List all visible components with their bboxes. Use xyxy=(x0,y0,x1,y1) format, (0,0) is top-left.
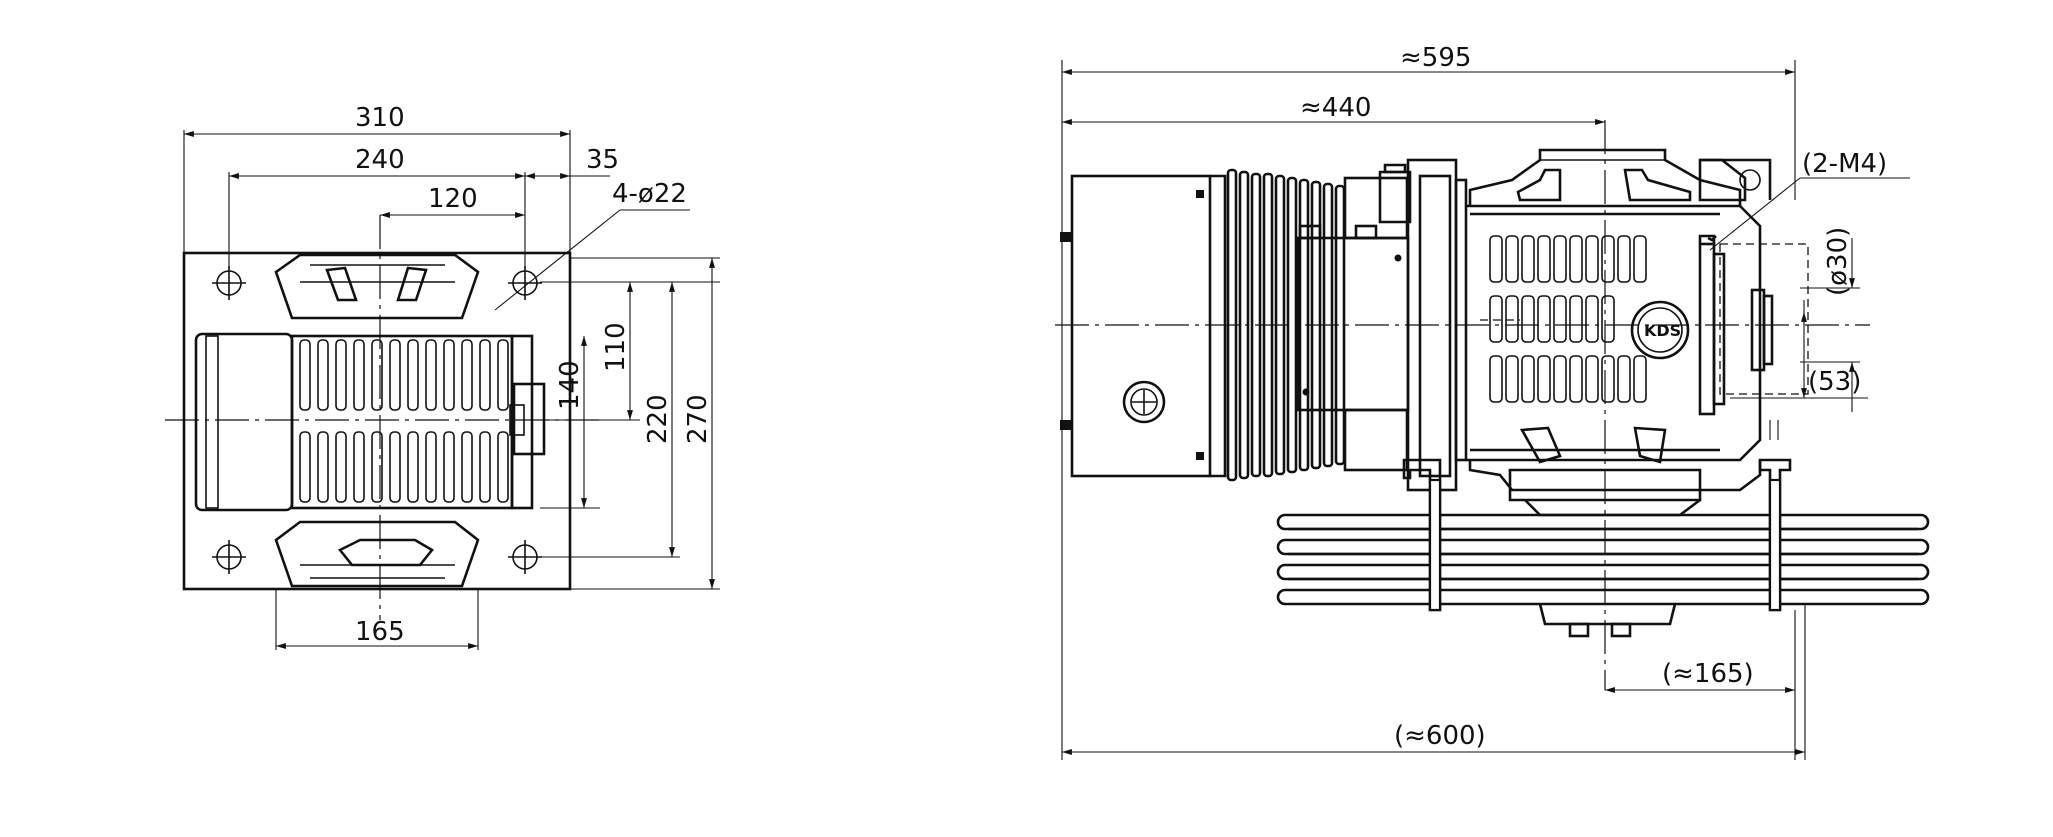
dim-165-side: (≈165) xyxy=(1662,659,1754,689)
dim-270: 270 xyxy=(683,394,713,444)
dim-600: (≈600) xyxy=(1394,721,1486,751)
dim-440: ≈440 xyxy=(1300,93,1371,123)
dim-240: 240 xyxy=(355,145,405,175)
logo-text: KDS xyxy=(1644,321,1681,340)
top-right-bracket xyxy=(1698,158,1747,202)
dim-4-holes: 4-ø22 xyxy=(612,179,687,209)
cooling-fins xyxy=(299,339,509,503)
lower-brake-housing xyxy=(274,520,480,588)
dim-120: 120 xyxy=(428,184,478,214)
base-plate xyxy=(182,251,572,591)
dim-165-front: 165 xyxy=(355,617,405,647)
mounting-holes xyxy=(212,266,542,574)
dim-53: (53) xyxy=(1808,367,1861,397)
top-caliper xyxy=(1468,148,1742,206)
dim-220: 220 xyxy=(643,394,673,444)
brake-body xyxy=(1466,204,1762,462)
body-ribs xyxy=(1489,235,1647,403)
dim-595: ≈595 xyxy=(1400,43,1471,73)
control-box-badge-icon xyxy=(1122,380,1166,424)
bottom-caliper xyxy=(1468,460,1762,492)
dim-140: 140 xyxy=(555,360,585,410)
kds-logo-icon: KDS xyxy=(1630,300,1690,360)
front-view: 310 240 120 35 4-ø22 140 110 220 270 165 xyxy=(165,103,720,650)
dim-35: 35 xyxy=(586,145,619,175)
motor-end-cap xyxy=(194,332,294,512)
encoder-housing xyxy=(512,382,546,456)
junction-box xyxy=(1296,236,1410,412)
dim-phi30: (ø30) xyxy=(1823,227,1853,296)
dim-110: 110 xyxy=(601,322,631,372)
traction-sheave xyxy=(1276,513,1930,606)
dim-310: 310 xyxy=(355,103,405,133)
control-box xyxy=(1070,174,1212,478)
motor-body xyxy=(290,334,514,510)
side-view: KDS xyxy=(1055,43,1930,760)
dim-2-m4: (2-M4) xyxy=(1802,149,1887,179)
upper-brake-housing xyxy=(274,253,480,320)
sheave-hub xyxy=(1538,603,1677,626)
